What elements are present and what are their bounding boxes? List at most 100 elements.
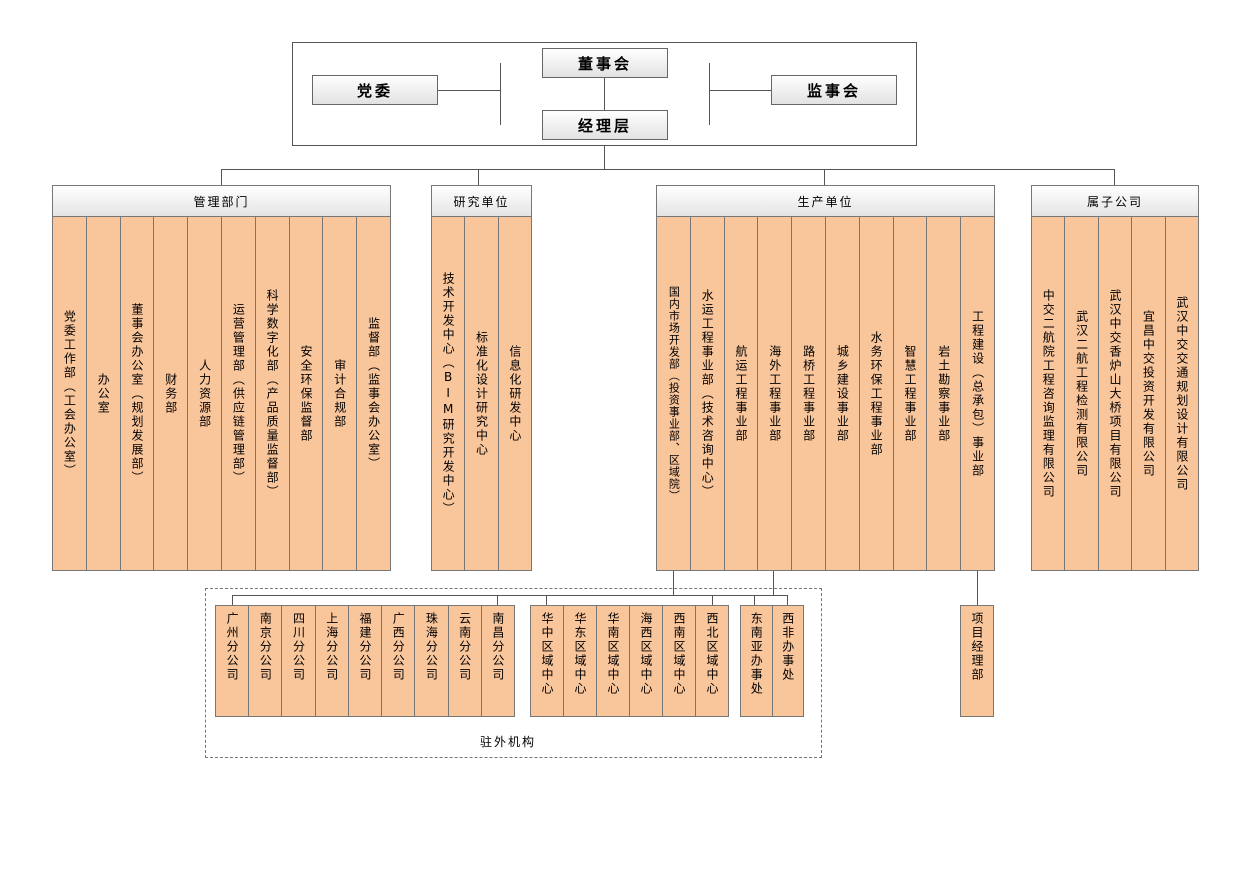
office-cell: 东南亚办事处: [741, 606, 773, 716]
research-label: 信息化研发中心: [507, 344, 522, 443]
supervisory-board-label: 监事会: [806, 81, 861, 100]
board-box: 董事会: [542, 48, 668, 78]
production-cell: 智慧工程事业部: [893, 217, 928, 570]
subsidiary-label: 武汉中交香炉山大桥项目有限公司: [1108, 288, 1123, 499]
subsidiary-cell: 武汉中交香炉山大桥项目有限公司: [1098, 217, 1133, 570]
production-cell: 海外工程事业部: [758, 217, 793, 570]
subsidiary-cell: 中交二航院工程咨询监理有限公司: [1032, 217, 1066, 570]
management-depts-group: 管理部门 党委工作部（工会办公室） 办公室 董事会办公室（规划发展部） 财务部 …: [52, 185, 391, 571]
group-title: 研究单位: [432, 186, 531, 217]
connector: [438, 90, 500, 91]
research-units-group: 研究单位 技术开发中心（BIM研究开发中心） 标准化设计研究中心 信息化研发中心: [431, 185, 532, 571]
subsidiary-cell: 宜昌中交投资开发有限公司: [1132, 217, 1166, 570]
connector: [221, 169, 222, 185]
dept-cell: 科学数字化部（产品质量监督部）: [255, 217, 290, 570]
region-cell: 西南区域中心: [663, 606, 696, 716]
group-title: 生产单位: [657, 186, 994, 217]
dept-cell: 运营管理部（供应链管理部）: [221, 217, 256, 570]
production-label: 路桥工程事业部: [801, 344, 816, 443]
production-cell: 水务环保工程事业部: [859, 217, 894, 570]
production-cell: 水运工程事业部（技术咨询中心）: [690, 217, 725, 570]
branch-label: 南昌分公司: [490, 612, 505, 682]
production-label: 岩土勘察事业部: [936, 344, 951, 443]
connector: [754, 595, 755, 605]
branch-cell: 南京分公司: [249, 606, 283, 716]
research-cell: 信息化研发中心: [498, 217, 531, 570]
branch-companies: 广州分公司 南京分公司 四川分公司 上海分公司 福建分公司 广西分公司 珠海分公…: [215, 605, 515, 717]
subsidiary-label: 中交二航院工程咨询监理有限公司: [1041, 288, 1056, 499]
connector: [709, 90, 771, 91]
region-cell: 西北区域中心: [696, 606, 728, 716]
region-cell: 华中区域中心: [531, 606, 564, 716]
production-cell: 国内市场开发部（投资事业部、区域院）: [657, 217, 691, 570]
production-units-group: 生产单位 国内市场开发部（投资事业部、区域院） 水运工程事业部（技术咨询中心） …: [656, 185, 995, 571]
production-label: 城乡建设事业部: [835, 344, 850, 443]
connector: [773, 571, 774, 595]
production-cell: 城乡建设事业部: [825, 217, 860, 570]
external-institutions-frame: [205, 588, 822, 758]
research-cell: 标准化设计研究中心: [465, 217, 499, 570]
dept-label: 审计合规部: [332, 358, 347, 429]
dept-label: 办公室: [96, 372, 111, 415]
branch-label: 南京分公司: [258, 612, 273, 682]
dept-cell: 董事会办公室（规划发展部）: [120, 217, 155, 570]
branch-label: 广州分公司: [225, 612, 240, 682]
region-cell: 华东区域中心: [564, 606, 597, 716]
production-label: 水务环保工程事业部: [869, 330, 884, 457]
connector: [787, 595, 788, 605]
dept-label: 安全环保监督部: [298, 344, 313, 443]
connector: [221, 169, 1115, 170]
dept-label: 董事会办公室（规划发展部）: [129, 302, 144, 485]
branch-label: 四川分公司: [291, 612, 306, 682]
connector: [232, 595, 788, 596]
dept-cell: 党委工作部（工会办公室）: [53, 217, 87, 570]
region-label: 华东区域中心: [573, 612, 587, 696]
research-label: 技术开发中心（BIM研究开发中心）: [441, 271, 456, 516]
project-dept-cell: 项目经理部: [961, 606, 993, 716]
connector: [497, 595, 498, 605]
office-cell: 西非办事处: [772, 606, 803, 716]
dept-label: 人力资源部: [197, 358, 212, 429]
branch-cell: 南昌分公司: [481, 606, 514, 716]
dept-label: 党委工作部（工会办公室）: [62, 309, 77, 478]
research-label: 标准化设计研究中心: [474, 330, 489, 457]
branch-cell: 云南分公司: [448, 606, 482, 716]
production-cell: 岩土勘察事业部: [927, 217, 962, 570]
dept-label: 科学数字化部（产品质量监督部）: [265, 288, 280, 499]
connector: [546, 595, 547, 605]
branch-cell: 上海分公司: [315, 606, 349, 716]
production-cell: 路桥工程事业部: [792, 217, 826, 570]
region-label: 西南区域中心: [672, 612, 686, 696]
region-label: 华中区域中心: [540, 612, 554, 696]
subsidiary-cell: 武汉中交交通规划设计有限公司: [1165, 217, 1199, 570]
connector: [604, 78, 605, 110]
production-cell: 航运工程事业部: [724, 217, 759, 570]
subsidiary-label: 宜昌中交投资开发有限公司: [1141, 309, 1156, 478]
party-committee-box: 党委: [312, 75, 438, 105]
board-label: 董事会: [577, 54, 632, 73]
office-label: 西非办事处: [780, 612, 795, 682]
dept-cell: 监督部（监事会办公室）: [357, 217, 390, 570]
dept-cell: 人力资源部: [188, 217, 222, 570]
connector: [712, 595, 713, 605]
connector: [977, 571, 978, 605]
branch-cell: 广西分公司: [382, 606, 416, 716]
connector: [1114, 169, 1115, 185]
office-label: 东南亚办事处: [749, 612, 764, 696]
connector: [604, 146, 605, 169]
connector: [709, 63, 710, 125]
management-layer-label: 经理层: [577, 116, 632, 135]
connector: [500, 63, 501, 125]
branch-label: 福建分公司: [357, 612, 372, 682]
subsidiary-label: 武汉中交交通规划设计有限公司: [1174, 295, 1189, 492]
dept-label: 监督部（监事会办公室）: [366, 316, 381, 471]
regional-centers: 华中区域中心 华东区域中心 华南区域中心 海西区域中心 西南区域中心 西北区域中…: [530, 605, 729, 717]
project-dept: 项目经理部: [960, 605, 994, 717]
connector: [824, 169, 825, 185]
branch-label: 上海分公司: [324, 612, 339, 682]
region-label: 西北区域中心: [705, 612, 719, 696]
group-title: 管理部门: [53, 186, 390, 217]
branch-cell: 四川分公司: [282, 606, 316, 716]
branch-label: 广西分公司: [391, 612, 406, 682]
branch-label: 云南分公司: [457, 612, 472, 682]
